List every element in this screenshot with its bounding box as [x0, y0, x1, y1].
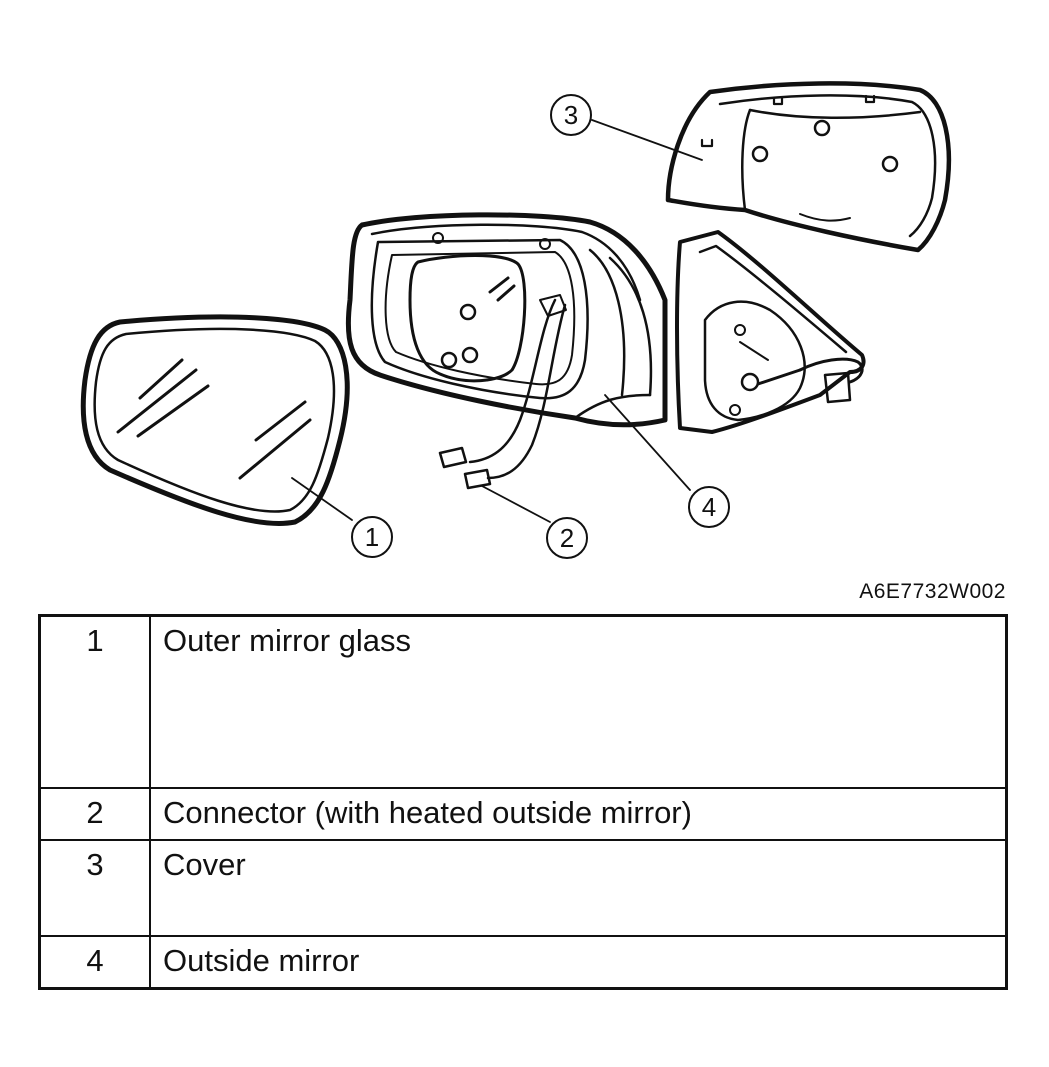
callout-4: 4: [688, 486, 730, 528]
mirror-cover: [591, 81, 952, 253]
legend-number: 2: [38, 787, 151, 841]
callout-3: 3: [550, 94, 592, 136]
exploded-mirror-diagram: 3 4 1 2: [80, 81, 952, 559]
legend-number: 3: [38, 839, 151, 937]
figure-code: A6E7732W002: [859, 580, 1006, 603]
svg-text:1: 1: [365, 522, 379, 552]
legend-description: Cover: [149, 839, 1008, 937]
svg-text:2: 2: [560, 523, 574, 553]
legend-row: 3 Cover: [38, 839, 1008, 937]
legend-description: Outer mirror glass: [149, 614, 1008, 789]
legend-row: 1 Outer mirror glass: [38, 614, 1008, 789]
callout-2: 2: [546, 517, 588, 559]
outside-mirror-housing: [345, 212, 866, 434]
legend-description: Outside mirror: [149, 935, 1008, 990]
legend-row: 2 Connector (with heated outside mirror): [38, 787, 1008, 841]
legend-description: Connector (with heated outside mirror): [149, 787, 1008, 841]
callout-1: 1: [351, 516, 393, 558]
legend-number: 4: [38, 935, 151, 990]
legend-number: 1: [38, 614, 151, 789]
connector-harness: [438, 298, 567, 523]
svg-text:3: 3: [564, 100, 578, 130]
legend-row: 4 Outside mirror: [38, 935, 1008, 990]
parts-legend-table: 1 Outer mirror glass 2 Connector (with h…: [38, 614, 1008, 990]
outer-mirror-glass: [80, 314, 353, 526]
svg-text:4: 4: [702, 492, 716, 522]
